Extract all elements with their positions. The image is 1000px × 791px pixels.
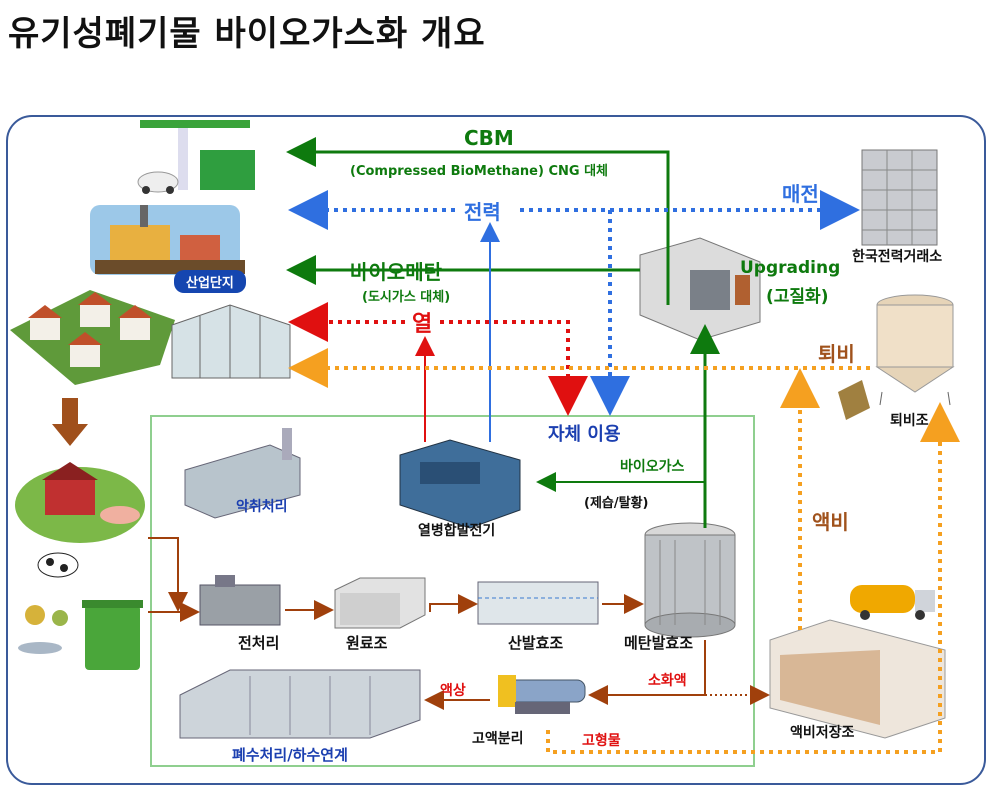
- solids-flow: [546, 402, 960, 754]
- self-use-label: 자체 이용: [548, 424, 621, 445]
- food-waste-illustration: [18, 600, 143, 670]
- cbm-flow: [286, 137, 670, 305]
- village-illustration: [10, 290, 175, 385]
- raw-tank-illustration: [334, 577, 426, 629]
- wastewater-label: 폐수처리/하수연계: [232, 746, 348, 764]
- liquid-phase-label: 액상: [440, 683, 466, 699]
- fertilizer-storage-label: 액비저장조: [790, 725, 855, 741]
- farm-to-pretreatment-flow: [148, 537, 188, 612]
- self-use-boundary: [150, 415, 755, 767]
- acid-tank-label: 산발효조: [508, 634, 564, 652]
- chp-label: 열병합발전기: [418, 523, 496, 539]
- upgrading-label: Upgrading: [740, 258, 841, 278]
- electricity-label: 전력: [464, 200, 501, 224]
- compost-tank-illustration: [838, 294, 955, 420]
- diagram-frame: [6, 115, 986, 785]
- liquid-fertilizer-label: 액비: [812, 510, 849, 534]
- raw-to-acid-flow: [429, 594, 478, 614]
- upgrading-unit-illustration: [639, 237, 761, 341]
- desulfurization-label: (제습/탈황): [584, 496, 649, 511]
- cbm-label: CBM: [464, 126, 514, 150]
- building-illustration: [861, 149, 938, 246]
- wastewater-illustration: [179, 669, 421, 739]
- fertilizer-storage-illustration: [769, 585, 946, 739]
- compost-tank-label: 퇴비조: [890, 413, 929, 429]
- biogas-label: 바이오가스: [620, 459, 685, 475]
- digestate-label: 소화액: [648, 673, 687, 689]
- pretreatment-illustration: [199, 575, 281, 626]
- factory-illustration: [90, 205, 245, 275]
- compost-label: 퇴비: [818, 342, 855, 366]
- pretreatment-label: 전처리: [238, 634, 280, 652]
- farm-illustration: [15, 462, 145, 578]
- cbm-sub-label: (Compressed BioMethane) CNG 대체: [350, 164, 608, 179]
- methane-tank-label: 메탄발효조: [624, 634, 694, 652]
- chp-generator-illustration: [399, 439, 521, 529]
- raw-tank-label: 원료조: [346, 634, 388, 652]
- biomethane-sub-label: (도시가스 대체): [362, 290, 451, 305]
- heat-label: 열: [412, 312, 433, 337]
- heat-self-use-flow: [440, 320, 588, 416]
- odor-treatment-illustration: [184, 428, 301, 519]
- industrial-complex-badge: 산업단지: [174, 270, 246, 293]
- decanter-illustration: [498, 675, 586, 714]
- greenhouse-illustration: [171, 304, 291, 379]
- gas-station-illustration: [137, 120, 255, 194]
- kepco-label: 한국전력거래소: [852, 249, 943, 265]
- methane-digester-illustration: [644, 522, 736, 638]
- down-arrow: [52, 398, 88, 446]
- acid-tank-illustration: [477, 581, 599, 625]
- odor-treatment-label: 악취처리: [236, 499, 288, 515]
- biomethane-label: 바이오메탄: [350, 260, 442, 284]
- page-title: 유기성폐기물 바이오가스화 개요: [8, 14, 486, 54]
- solids-label: 고형물: [582, 733, 621, 749]
- solid-liquid-sep-label: 고액분리: [472, 731, 524, 747]
- power-sale-label: 매전: [782, 182, 819, 206]
- upgrading-sub-label: (고질화): [766, 287, 829, 307]
